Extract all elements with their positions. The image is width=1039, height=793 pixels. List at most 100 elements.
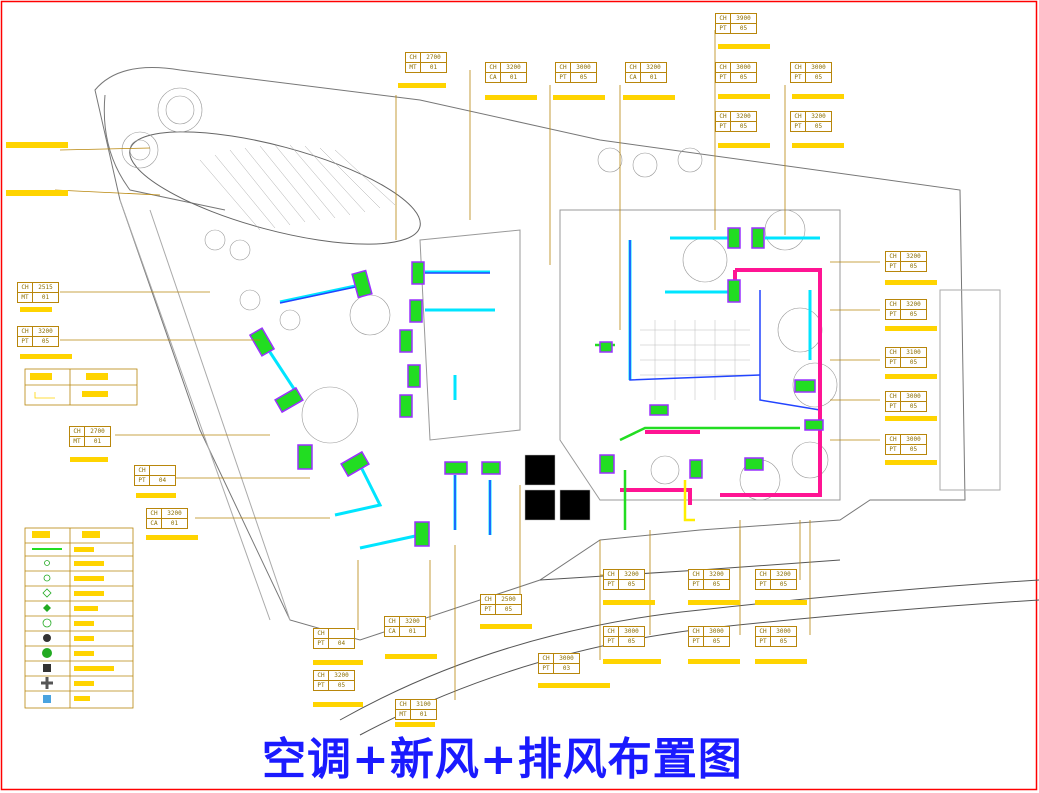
tag-value: 3200: [334, 672, 349, 679]
tag-value: 05: [627, 581, 636, 588]
tag-value: 01: [170, 520, 179, 527]
tag-value: 3100: [906, 349, 921, 356]
tag-key: CH: [486, 63, 501, 72]
tag-value: 05: [712, 581, 721, 588]
tag-value: 3200: [811, 113, 826, 120]
tag-value: 3000: [736, 64, 751, 71]
furniture-pattern: [121, 87, 838, 501]
tag-key: PT: [716, 24, 731, 33]
tag-value: 3200: [776, 571, 791, 578]
tag-key: PT: [481, 605, 496, 614]
tag-key: PT: [716, 122, 731, 131]
ac-units: [248, 227, 824, 547]
tag-key: CH: [481, 595, 496, 604]
tag-key: CH: [539, 654, 554, 663]
tag-key: MT: [70, 437, 85, 446]
tag-key: PT: [314, 639, 329, 648]
duct-green: [595, 343, 800, 530]
tag-key: PT: [886, 310, 901, 319]
tag-key: CH: [18, 327, 33, 336]
tag-key: PT: [756, 580, 771, 589]
tag-key: PT: [314, 681, 329, 690]
tag-key: CH: [791, 63, 806, 72]
tag-key: CH: [886, 435, 901, 444]
tag-key: PT: [539, 664, 554, 673]
tag-key: CH: [135, 466, 150, 475]
tag-value: 05: [41, 338, 50, 345]
tag-key: CH: [18, 283, 33, 292]
grid-floor: [524, 320, 750, 521]
tag-value: 01: [649, 74, 658, 81]
tag-value: 05: [779, 581, 788, 588]
tag-value: 01: [41, 294, 50, 301]
tag-key: CH: [314, 629, 329, 638]
tag-value: 01: [408, 628, 417, 635]
tag-value: 01: [419, 711, 428, 718]
tag-value: 3000: [906, 436, 921, 443]
tag-value: 05: [909, 403, 918, 410]
tag-key: CH: [886, 252, 901, 261]
tag-key: CH: [716, 14, 731, 23]
tag-key: CH: [626, 63, 641, 72]
tag-value: 05: [909, 446, 918, 453]
tag-key: CH: [689, 570, 704, 579]
drawing-title: 空调+新风+排风布置图: [262, 734, 743, 785]
tag-key: PT: [886, 358, 901, 367]
tag-value: 05: [814, 74, 823, 81]
tag-value: 2500: [501, 596, 516, 603]
tag-row: CH 3200: [689, 570, 729, 580]
tag-key: PT: [756, 637, 771, 646]
legend-large: [24, 527, 134, 709]
tag-value: 3200: [906, 253, 921, 260]
tag-key: CH: [396, 700, 411, 709]
tag-key: PT: [886, 445, 901, 454]
tag-value: [150, 466, 175, 475]
tag-value: 05: [739, 74, 748, 81]
tag-key: CH: [886, 348, 901, 357]
tag-value: 01: [429, 64, 438, 71]
tag-value: 3200: [906, 301, 921, 308]
tag-value: 3200: [506, 64, 521, 71]
tag-value: 3200: [709, 571, 724, 578]
tag-key: CH: [556, 63, 571, 72]
